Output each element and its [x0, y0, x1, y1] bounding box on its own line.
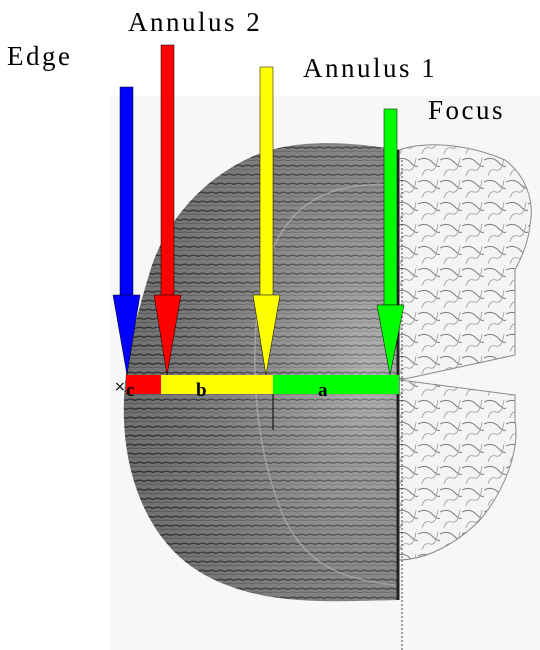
edge-x-mark: ×: [114, 379, 126, 395]
segment-b: [161, 375, 273, 394]
segment-c-label: c: [126, 380, 134, 401]
segment-a-label: a: [318, 380, 328, 401]
annulus2-label: Annulus 2: [128, 7, 262, 37]
segment-a: [273, 375, 399, 394]
segment-b-label: b: [196, 380, 207, 401]
edge-label: Edge: [7, 41, 72, 71]
annulus1-label: Annulus 1: [303, 53, 437, 83]
focus-label: Focus: [428, 95, 505, 125]
